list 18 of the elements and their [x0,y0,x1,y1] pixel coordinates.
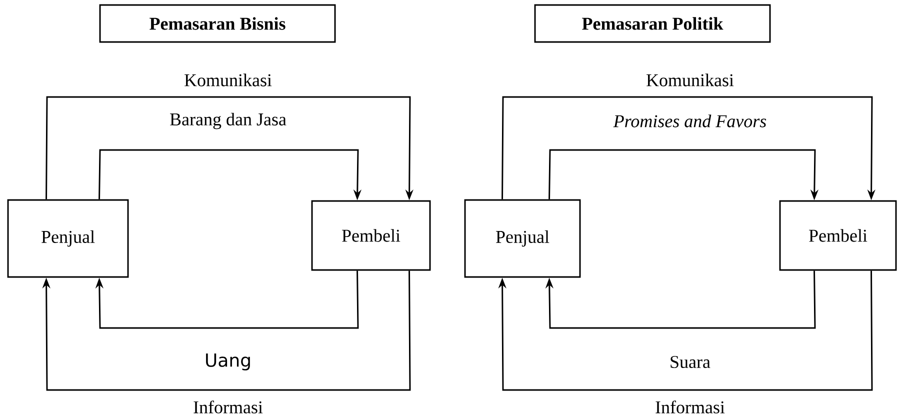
edge-label: Suara [670,356,710,368]
edge-label: Informasi [194,400,263,414]
arrow [42,270,411,391]
title-box: Pemasaran Politik [534,4,771,43]
edge-label: Komunikasi [184,74,272,86]
actor-box: Penjual [464,199,581,278]
edge-label: Promises and Favors [613,114,766,128]
arrow [545,270,816,329]
actor-box: Pembeli [779,200,897,271]
edge-label: Informasi [656,400,725,414]
actor-box: Pembeli [311,200,431,271]
arrow [95,270,359,329]
actor-box: Penjual [7,199,129,278]
arrow [498,270,873,391]
title-box: Pemasaran Bisnis [99,4,336,43]
edge-label: Komunikasi [646,74,734,86]
edge-label: Barang dan Jasa [170,112,286,130]
edge-label: Uang [206,354,250,370]
